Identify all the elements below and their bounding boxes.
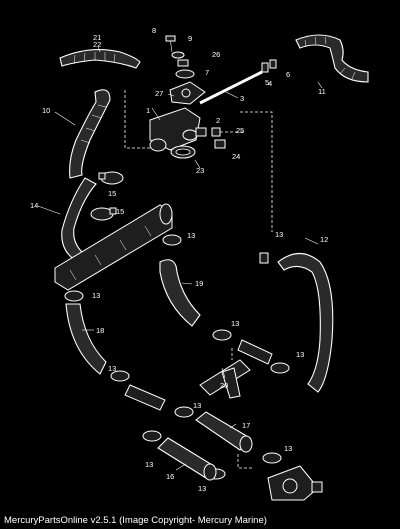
fitting-2[interactable] [195, 127, 207, 137]
tube-3[interactable] [199, 70, 263, 105]
hose-21-22[interactable] [59, 49, 141, 69]
label-11: 11 [318, 87, 326, 96]
label-16: 16 [166, 472, 174, 481]
label-5: 5 [265, 78, 269, 87]
label-20: 20 [220, 381, 228, 390]
label-13-b: 13 [92, 291, 100, 300]
clamp-13-g[interactable] [142, 430, 162, 442]
label-1: 1 [146, 106, 150, 115]
label-10: 10 [42, 106, 50, 115]
label-13-i: 13 [198, 484, 206, 493]
label-9: 9 [188, 34, 192, 43]
label-13-f: 13 [193, 401, 201, 410]
cover-27[interactable] [169, 81, 206, 105]
hose-11[interactable] [295, 34, 369, 83]
washer-9[interactable] [171, 51, 185, 59]
exhaust-manifold[interactable] [54, 203, 173, 291]
label-27: 27 [155, 89, 163, 98]
clamp-13-b[interactable] [64, 290, 84, 302]
hose-18[interactable] [65, 303, 107, 375]
hose-17[interactable] [195, 411, 253, 453]
fitting-26[interactable] [177, 59, 189, 67]
fitting-13-j[interactable] [259, 252, 269, 264]
gasket-23[interactable] [170, 145, 196, 159]
label-15-top: 15 [108, 189, 116, 198]
label-13-c: 13 [231, 319, 239, 328]
label-13-e: 13 [296, 350, 304, 359]
label-21: 21 [93, 33, 101, 42]
clamp-13-a[interactable] [162, 234, 182, 246]
label-12: 12 [320, 235, 328, 244]
fitting-5[interactable] [261, 62, 269, 73]
fitting-24[interactable] [214, 139, 226, 149]
clamp-13-h[interactable] [262, 452, 282, 464]
pipe-connector-right[interactable] [237, 339, 273, 365]
clamp-15-mid[interactable] [90, 207, 117, 221]
tee-fitting-20[interactable] [199, 359, 251, 399]
label-7: 7 [205, 68, 209, 77]
label-8: 8 [152, 26, 156, 35]
hose-19[interactable] [159, 259, 201, 327]
label-2: 2 [216, 116, 220, 125]
fitting-25[interactable] [211, 127, 221, 137]
label-13-g: 13 [145, 460, 153, 469]
clamp-13-e[interactable] [270, 362, 290, 374]
label-4: 4 [268, 79, 272, 88]
label-18: 18 [96, 326, 104, 335]
clamp-13-d[interactable] [110, 370, 130, 382]
clamp-13-c[interactable] [212, 329, 232, 341]
label-24: 24 [232, 152, 240, 161]
label-17: 17 [242, 421, 250, 430]
label-15-mid: 15 [116, 207, 124, 216]
pipe-connector-left[interactable] [124, 384, 166, 411]
fitting-6[interactable] [269, 59, 277, 69]
label-group: 21 22 8 9 26 7 5 6 4 11 27 3 10 1 2 25 2… [30, 26, 328, 493]
label-13-d: 13 [108, 364, 116, 373]
pump-assembly[interactable] [267, 465, 323, 501]
label-13-h: 13 [284, 444, 292, 453]
label-14: 14 [30, 201, 38, 210]
label-25: 25 [236, 126, 244, 135]
label-26: 26 [212, 50, 220, 59]
thermostat-housing-1[interactable] [149, 107, 201, 152]
label-13-right: 13 [275, 230, 283, 239]
hose-12[interactable] [277, 252, 334, 393]
hose-10[interactable] [69, 89, 111, 179]
label-22: 22 [93, 40, 101, 49]
label-6: 6 [286, 70, 290, 79]
clamp-13-f[interactable] [174, 406, 194, 418]
label-19: 19 [195, 279, 203, 288]
label-13-a: 13 [187, 231, 195, 240]
copyright-footer: MercuryPartsOnline v2.5.1 (Image Copyrig… [4, 515, 267, 526]
hose-16[interactable] [157, 437, 217, 481]
label-23: 23 [196, 166, 204, 175]
fitting-7[interactable] [175, 69, 195, 79]
bolt-8[interactable] [165, 35, 176, 53]
label-3: 3 [240, 94, 244, 103]
clamp-15-top[interactable] [98, 171, 124, 185]
